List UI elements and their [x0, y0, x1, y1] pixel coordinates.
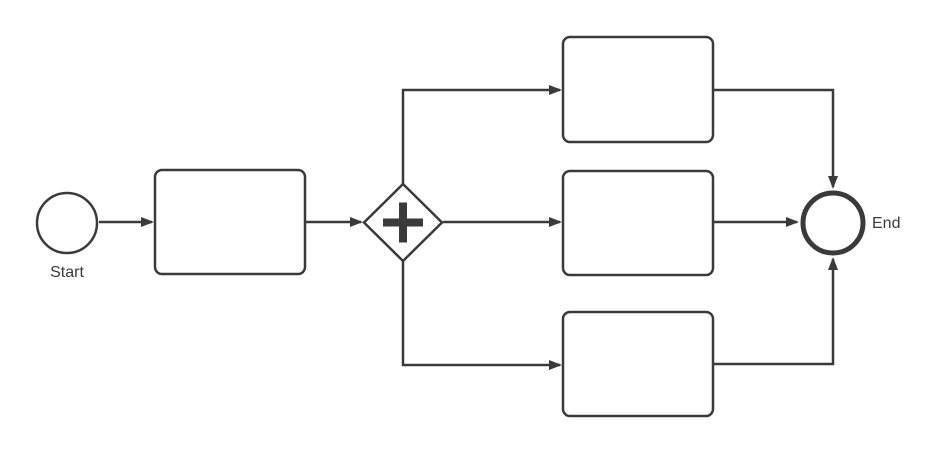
end-event-node — [800, 190, 866, 256]
plus-icon — [383, 202, 423, 243]
task-node-1 — [153, 168, 307, 276]
start-event-label: Start — [50, 264, 84, 281]
flow-task-bottom-to-end — [714, 257, 838, 366]
task-node-top — [561, 35, 715, 144]
end-event-label: End — [872, 215, 900, 232]
task-node-bottom — [561, 310, 715, 418]
flow-gateway-to-task-bottom — [401, 261, 562, 370]
task-node-middle — [561, 169, 715, 277]
start-event-node — [35, 191, 99, 255]
flow-gateway-to-task-top — [401, 85, 562, 184]
flow-task-top-to-end — [714, 88, 838, 189]
